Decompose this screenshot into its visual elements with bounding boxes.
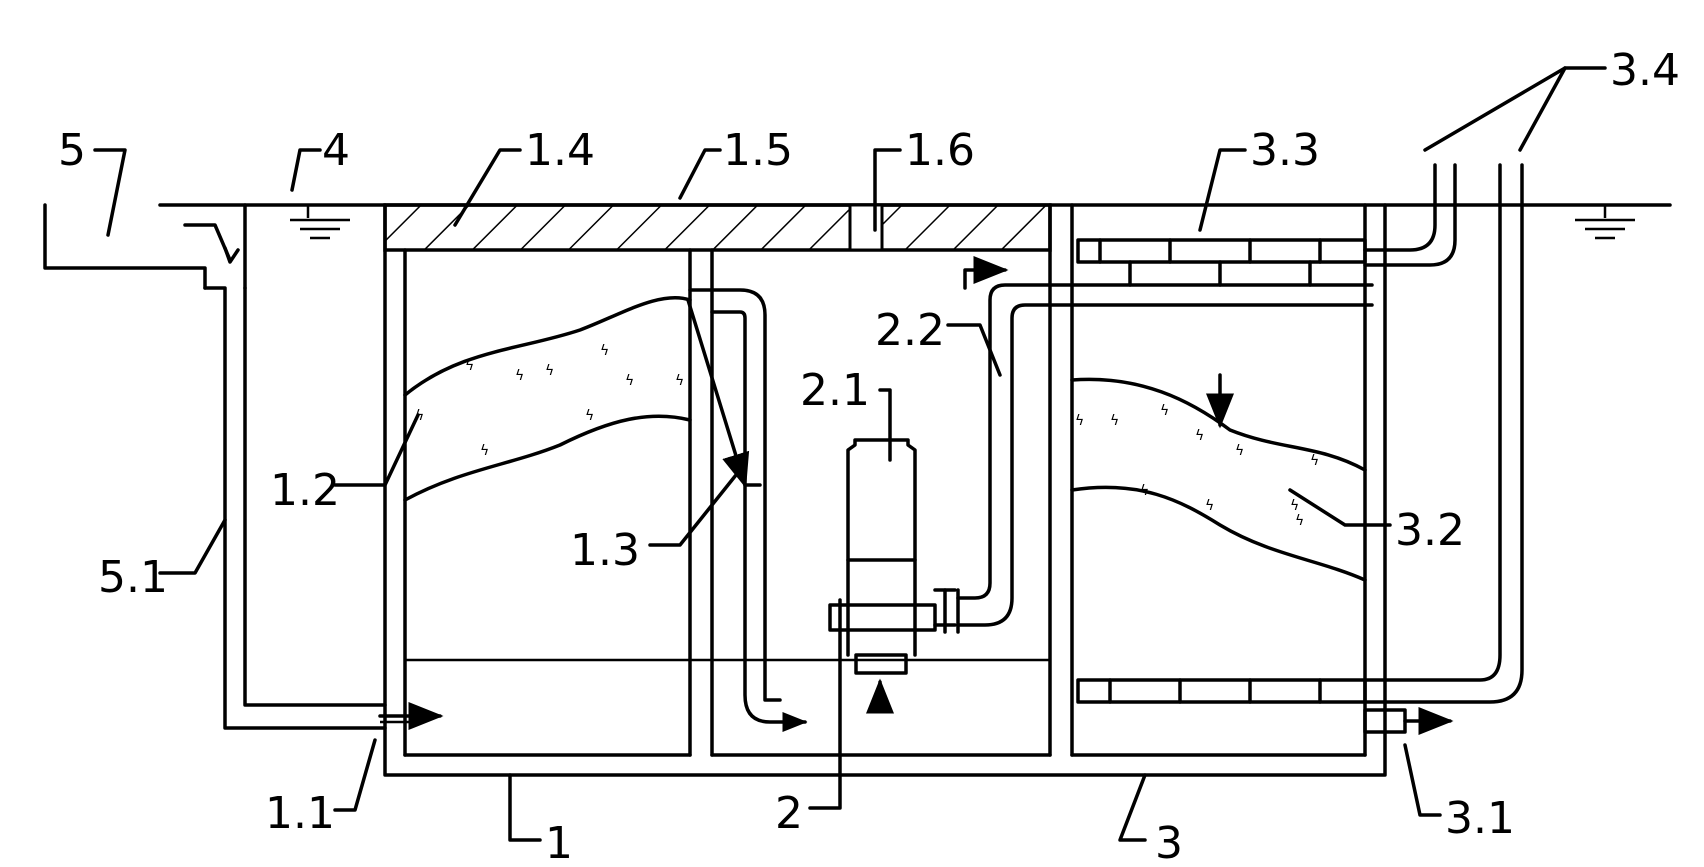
label-3: 3 — [1155, 818, 1183, 867]
leader-lines — [93, 66, 1607, 842]
label-2-2: 2.2 — [875, 305, 945, 356]
label-3-2: 3.2 — [1395, 505, 1465, 556]
svg-text:ϟ: ϟ — [625, 373, 634, 389]
filter-media-left: ϟ ϟ ϟ ϟ ϟ ϟ ϟ ϟ ϟ — [403, 295, 692, 502]
vent-pipes — [1363, 163, 1524, 704]
label-1-1: 1.1 — [265, 788, 335, 839]
label-2: 2 — [775, 788, 803, 839]
svg-text:ϟ: ϟ — [585, 408, 594, 424]
label-2-1: 2.1 — [800, 365, 870, 416]
hatched-cover — [383, 203, 1052, 252]
svg-text:ϟ: ϟ — [1205, 498, 1214, 514]
discharge-pipe — [956, 256, 1374, 627]
svg-text:ϟ: ϟ — [1195, 428, 1204, 444]
callout-labels: 5 4 1.4 1.5 1.6 3.3 3.4 2.2 2.1 1.2 1.3 … — [58, 45, 1680, 867]
svg-text:ϟ: ϟ — [1235, 443, 1244, 459]
water-level-symbol-left — [290, 204, 350, 240]
upper-distributor — [1076, 238, 1367, 287]
label-1-3: 1.3 — [570, 525, 640, 576]
svg-text:ϟ: ϟ — [600, 343, 609, 359]
svg-text:ϟ: ϟ — [515, 368, 524, 384]
label-3-1: 3.1 — [1445, 793, 1515, 844]
svg-text:ϟ: ϟ — [1075, 413, 1084, 429]
pump — [828, 438, 960, 714]
inlet-arrow — [378, 702, 444, 730]
svg-text:ϟ: ϟ — [480, 443, 489, 459]
water-level-symbol-right — [1575, 204, 1635, 240]
svg-text:ϟ: ϟ — [1140, 483, 1149, 499]
svg-text:ϟ: ϟ — [1160, 403, 1169, 419]
label-1-5: 1.5 — [723, 125, 793, 176]
label-1: 1 — [545, 818, 573, 867]
svg-text:ϟ: ϟ — [675, 373, 684, 389]
svg-text:ϟ: ϟ — [545, 363, 554, 379]
label-3-3: 3.3 — [1250, 125, 1320, 176]
label-5: 5 — [58, 125, 86, 176]
inlet-channel — [43, 203, 387, 730]
svg-text:ϟ: ϟ — [1110, 413, 1119, 429]
lower-collector — [1076, 678, 1367, 704]
label-1-2: 1.2 — [270, 465, 340, 516]
label-4: 4 — [322, 125, 350, 176]
label-1-6: 1.6 — [905, 125, 975, 176]
label-5-1: 5.1 — [98, 552, 168, 603]
svg-text:ϟ: ϟ — [415, 408, 424, 424]
outlet-pipe — [1363, 707, 1454, 735]
svg-text:ϟ: ϟ — [1310, 453, 1319, 469]
label-1-4: 1.4 — [525, 125, 595, 176]
filter-media-right: ϟ ϟ ϟ ϟ ϟ ϟ ϟ ϟ ϟ ϟ — [1070, 373, 1367, 582]
riser-pipe — [686, 288, 808, 732]
svg-text:ϟ: ϟ — [1290, 498, 1299, 514]
label-3-4: 3.4 — [1610, 45, 1680, 96]
svg-text:ϟ: ϟ — [1295, 513, 1304, 529]
svg-text:ϟ: ϟ — [465, 358, 474, 374]
tank-outer — [383, 203, 1387, 777]
